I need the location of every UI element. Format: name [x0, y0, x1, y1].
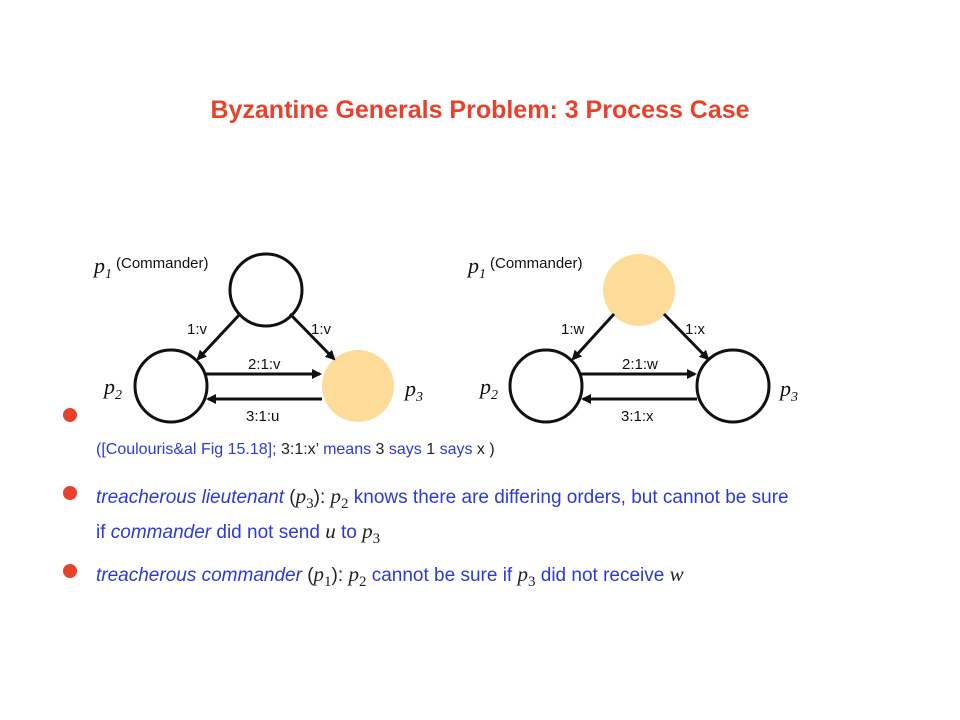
- edge-p1-p3: [662, 312, 710, 361]
- node-p1: [228, 252, 304, 328]
- citation: ([Coulouris&al Fig 15.18]; 3:1:x’ means …: [96, 441, 495, 458]
- diagram-treacherous-lieutenant: p1 (Commander) p2 p3 1:v 1:v 2:1:v 3:1:u: [92, 252, 423, 425]
- edge-label-p1-p2: 1:w: [561, 321, 585, 338]
- label-p1: p1: [92, 253, 112, 282]
- node-p2: [133, 348, 209, 424]
- label-p3: p3: [778, 376, 798, 405]
- bullet2-line: treacherous commander (p1): p2 cannot be…: [96, 562, 684, 591]
- edge-label-p1-p3: 1:x: [685, 321, 706, 338]
- diagram-treacherous-commander: p1 (Commander) p2 p3 1:w 1:x 2:1:w 3:1:x: [466, 253, 798, 425]
- commander-label: (Commander): [490, 255, 583, 272]
- edge-label-p2-p3: 2:1:v: [248, 356, 281, 373]
- edge-label-p1-p3: 1:v: [311, 321, 332, 338]
- edge-label-p3-p2: 3:1:x: [621, 408, 654, 425]
- edge-p1-p2: [196, 312, 242, 361]
- label-p1: p1: [466, 253, 486, 282]
- edge-p1-p2: [571, 312, 616, 361]
- edge-label-p1-p2: 1:v: [187, 321, 208, 338]
- label-p3: p3: [403, 376, 423, 405]
- node-p2: [508, 348, 584, 424]
- node-p3-faulty: [322, 350, 394, 422]
- edge-label-p3-p2: 3:1:u: [246, 408, 279, 425]
- label-p2: p2: [102, 374, 122, 403]
- bullet1-line2: if commander did not send u to p3: [96, 519, 381, 548]
- edge-label-p2-p3: 2:1:w: [622, 356, 658, 373]
- edge-p1-p3: [288, 312, 336, 361]
- node-p1-faulty: [603, 254, 675, 326]
- bullet-1: [63, 486, 77, 500]
- page-title: Byzantine Generals Problem: 3 Process Ca…: [210, 96, 750, 124]
- bullet1-line1: treacherous lieutenant (p3): p2 knows th…: [96, 484, 789, 513]
- bullet-hidden: [63, 408, 77, 422]
- commander-label: (Commander): [116, 255, 209, 272]
- label-p2: p2: [478, 374, 498, 403]
- bullet-2: [63, 564, 77, 578]
- node-p3: [695, 348, 771, 424]
